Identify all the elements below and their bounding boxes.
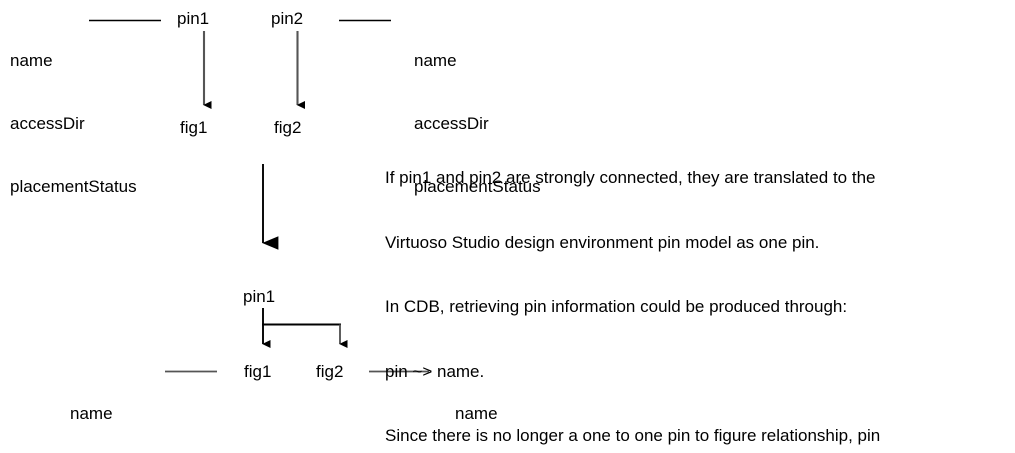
- bottom-right-attribute-block: name accessDir placementStatus: [455, 361, 582, 453]
- node-top-pin1: pin1: [177, 9, 210, 28]
- node-top-fig2: fig2: [274, 118, 302, 137]
- top-left-attribute-block: name accessDir placementStatus: [10, 8, 137, 239]
- attr-name: name: [10, 51, 53, 70]
- node-bottom-fig1: fig1: [244, 362, 272, 381]
- attr-accessdir: accessDir: [10, 114, 85, 133]
- bottom-left-attribute-block: name accessDir placementStatus: [70, 361, 197, 453]
- explanatory-note: If pin1 and pin2 are strongly connected,…: [385, 124, 880, 453]
- node-merged-pin1: pin1: [243, 287, 276, 306]
- attr-name: name: [455, 404, 498, 423]
- node-bottom-fig2: fig2: [316, 362, 344, 381]
- attr-placementstatus: placementStatus: [414, 177, 541, 196]
- attr-accessdir: accessDir: [414, 114, 489, 133]
- attr-name: name: [70, 404, 113, 423]
- attr-name: name: [414, 51, 457, 70]
- note-line-3: In CDB, retrieving pin information could…: [385, 297, 848, 316]
- attr-placementstatus: placementStatus: [10, 177, 137, 196]
- note-line-4: pin ~> name.: [385, 361, 485, 381]
- node-top-pin2: pin2: [271, 9, 304, 28]
- node-top-fig1: fig1: [180, 118, 208, 137]
- note-line-5: Since there is no longer a one to one pi…: [385, 426, 881, 445]
- top-right-attribute-block: name accessDir placementStatus: [414, 8, 541, 239]
- note-line-1: If pin1 and pin2 are strongly connected,…: [385, 168, 876, 187]
- note-line-2: Virtuoso Studio design environment pin m…: [385, 232, 820, 252]
